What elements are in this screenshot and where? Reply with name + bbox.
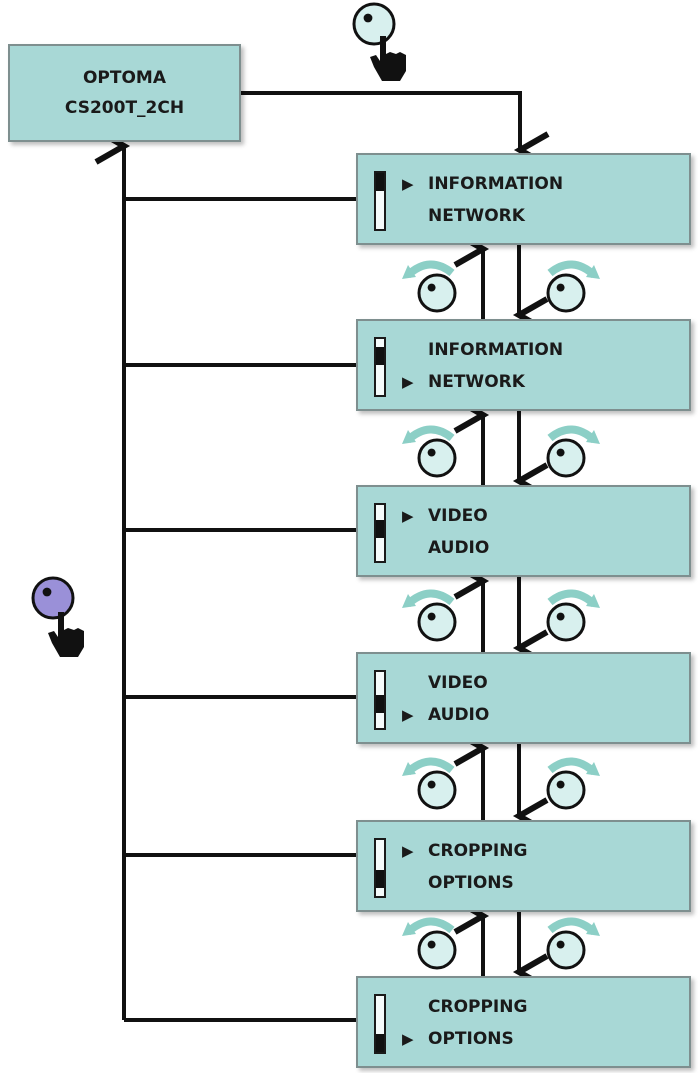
- menu-item-label: NETWORK: [428, 372, 525, 392]
- menu-item-label: NETWORK: [428, 206, 525, 226]
- enter-hand-icon: [370, 36, 406, 81]
- menu-item-label: VIDEO: [428, 506, 488, 526]
- scroll-indicator: [374, 337, 386, 397]
- menu-item-label: OPTIONS: [428, 873, 514, 893]
- rotate-right-arrow-icon: [547, 757, 600, 776]
- rotate-right-knob-icon: [546, 273, 586, 313]
- scroll-indicator: [374, 994, 386, 1054]
- menu-item-label: AUDIO: [428, 705, 490, 725]
- menu-item-label: AUDIO: [428, 538, 490, 558]
- rotate-right-arrow-icon: [547, 260, 600, 279]
- menu-item-label: VIDEO: [428, 673, 488, 693]
- rotate-right-arrow-icon: [547, 917, 600, 936]
- menu-screen-6: CROPPING ▶ OPTIONS: [356, 976, 691, 1068]
- menu-screen-3: ▶ VIDEO AUDIO: [356, 485, 691, 577]
- menu-item-1: INFORMATION: [402, 337, 563, 363]
- back-knob-icon: [31, 576, 75, 620]
- scroll-thumb: [376, 694, 384, 713]
- device-model: CS200T_2CH: [64, 98, 185, 118]
- menu-screen-1: ▶ INFORMATION NETWORK: [356, 153, 691, 245]
- menu-item-1: ▶ VIDEO: [402, 503, 488, 529]
- menu-item-2: ▶ OPTIONS: [402, 1026, 514, 1052]
- menu-item-2: ▶ AUDIO: [402, 702, 489, 728]
- rotate-left-knob-icon: [417, 273, 457, 313]
- enter-knob-icon: [352, 2, 396, 46]
- menu-screen-2: INFORMATION ▶ NETWORK: [356, 319, 691, 411]
- rotate-right-knob-icon: [546, 770, 586, 810]
- menu-item-2: ▶ NETWORK: [402, 369, 525, 395]
- rotate-right-knob-icon: [546, 602, 586, 642]
- scroll-thumb: [376, 870, 384, 889]
- rotate-left-knob-icon: [417, 438, 457, 478]
- rotate-left-arrow-icon: [402, 260, 455, 279]
- menu-item-label: INFORMATION: [428, 174, 564, 194]
- menu-screen-5: ▶ CROPPING OPTIONS: [356, 820, 691, 912]
- rotate-right-arrow-icon: [547, 425, 600, 444]
- menu-item-label: CROPPING: [428, 841, 528, 861]
- menu-item-label: CROPPING: [428, 997, 528, 1017]
- device-title-box: OPTOMA CS200T_2CH: [8, 44, 241, 142]
- rotate-left-arrow-icon: [402, 425, 455, 444]
- rotate-left-arrow-icon: [402, 589, 455, 608]
- selection-pointer-icon: ▶: [402, 507, 414, 525]
- scroll-thumb: [376, 346, 384, 365]
- menu-item-1: ▶ CROPPING: [402, 838, 527, 864]
- rotate-left-knob-icon: [417, 602, 457, 642]
- enter-arrow: [241, 91, 550, 169]
- scroll-indicator: [374, 503, 386, 563]
- menu-item-2: NETWORK: [402, 203, 525, 229]
- menu-screen-4: VIDEO ▶ AUDIO: [356, 652, 691, 744]
- selection-pointer-icon: ▶: [402, 706, 414, 724]
- scroll-indicator: [374, 838, 386, 898]
- menu-item-1: CROPPING: [402, 994, 527, 1020]
- menu-item-1: ▶ INFORMATION: [402, 171, 563, 197]
- rotate-left-arrow-icon: [402, 757, 455, 776]
- menu-item-2: OPTIONS: [402, 870, 514, 896]
- rotate-right-knob-icon: [546, 438, 586, 478]
- scroll-thumb: [376, 520, 384, 539]
- rotate-left-knob-icon: [417, 930, 457, 970]
- selection-pointer-icon: ▶: [402, 175, 414, 193]
- selection-pointer-icon: ▶: [402, 1030, 414, 1048]
- selection-pointer-icon: ▶: [402, 842, 414, 860]
- menu-item-2: AUDIO: [402, 535, 489, 561]
- selection-pointer-icon: ▶: [402, 373, 414, 391]
- menu-item-label: OPTIONS: [428, 1029, 514, 1049]
- scroll-thumb: [376, 1034, 384, 1052]
- device-name: OPTOMA: [82, 68, 167, 88]
- scroll-thumb: [376, 173, 384, 191]
- scroll-indicator: [374, 171, 386, 231]
- rotate-right-arrow-icon: [547, 589, 600, 608]
- rotate-left-arrow-icon: [402, 917, 455, 936]
- scroll-indicator: [374, 670, 386, 730]
- menu-item-label: INFORMATION: [428, 340, 564, 360]
- back-hand-icon: [48, 612, 84, 657]
- rotate-right-knob-icon: [546, 930, 586, 970]
- rotate-left-knob-icon: [417, 770, 457, 810]
- menu-item-1: VIDEO: [402, 670, 488, 696]
